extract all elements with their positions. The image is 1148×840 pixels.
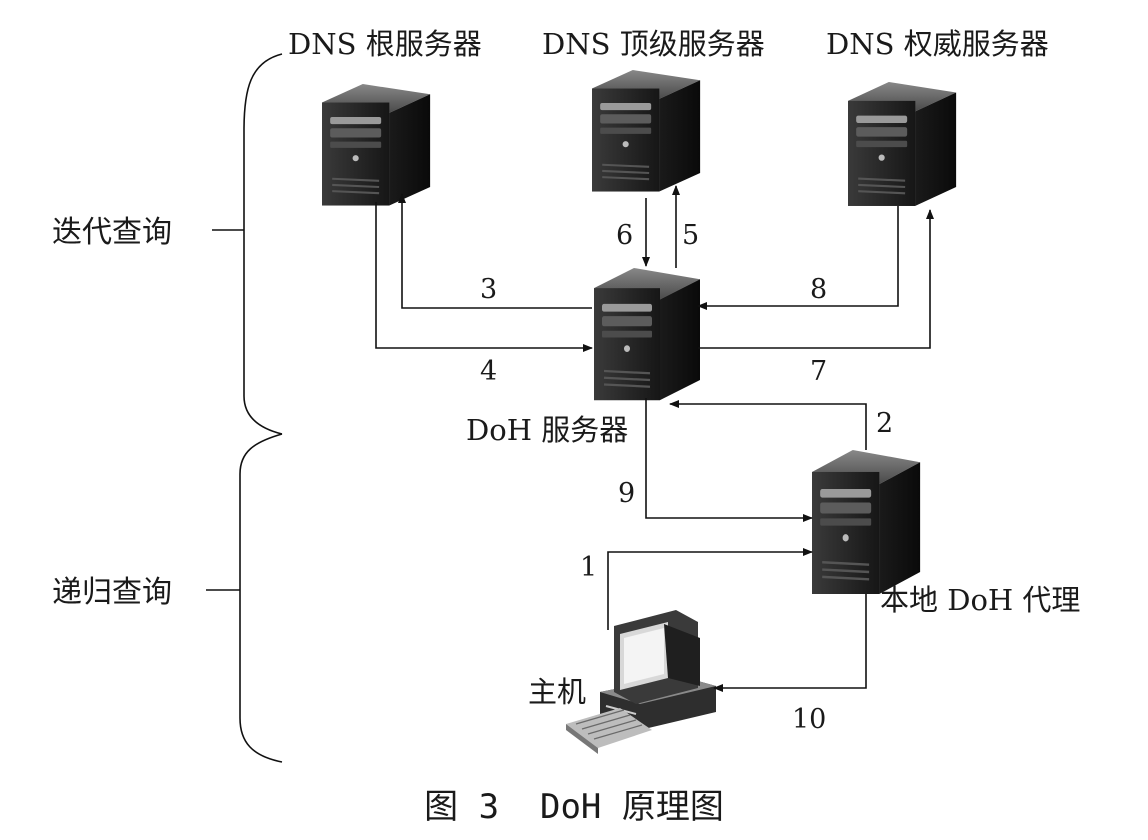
root-server-icon	[320, 82, 432, 207]
arrow-4	[375, 202, 593, 352]
arrow-9	[645, 398, 813, 522]
step-3: 3	[480, 274, 497, 305]
tld-server-label: DNS 顶级服务器	[542, 27, 765, 61]
root-server-label: DNS 根服务器	[288, 27, 482, 61]
host-label: 主机	[528, 675, 586, 709]
step-5: 5	[682, 220, 699, 251]
step-9: 9	[618, 478, 635, 509]
arrow-8	[697, 206, 899, 310]
step-10: 10	[792, 704, 826, 735]
iterative-brace	[243, 53, 283, 435]
auth-server-icon	[846, 80, 958, 207]
recursive-brace	[239, 433, 283, 763]
proxy-server-icon	[810, 448, 922, 596]
proxy-label: 本地 DoH 代理	[880, 583, 1080, 617]
arrow-3	[398, 193, 592, 309]
figure-caption: 图 3 DoH 原理图	[424, 787, 724, 827]
arrow-1	[607, 548, 813, 630]
step-4: 4	[480, 356, 497, 387]
tld-server-icon	[590, 68, 702, 193]
auth-server-label: DNS 权威服务器	[826, 27, 1049, 61]
arrow-2	[669, 400, 867, 450]
doh-server-label: DoH 服务器	[466, 413, 628, 447]
arrow-7	[698, 209, 934, 349]
step-8: 8	[810, 274, 827, 305]
iterative-query-label: 迭代查询	[52, 215, 172, 250]
step-6: 6	[616, 220, 633, 251]
desktop-computer-icon	[566, 610, 716, 754]
recursive-query-label: 递归查询	[52, 575, 172, 610]
step-7: 7	[810, 356, 827, 387]
step-2: 2	[876, 408, 893, 439]
doh-server-icon	[592, 266, 702, 402]
arrow-10	[713, 594, 867, 692]
step-1: 1	[580, 552, 597, 583]
